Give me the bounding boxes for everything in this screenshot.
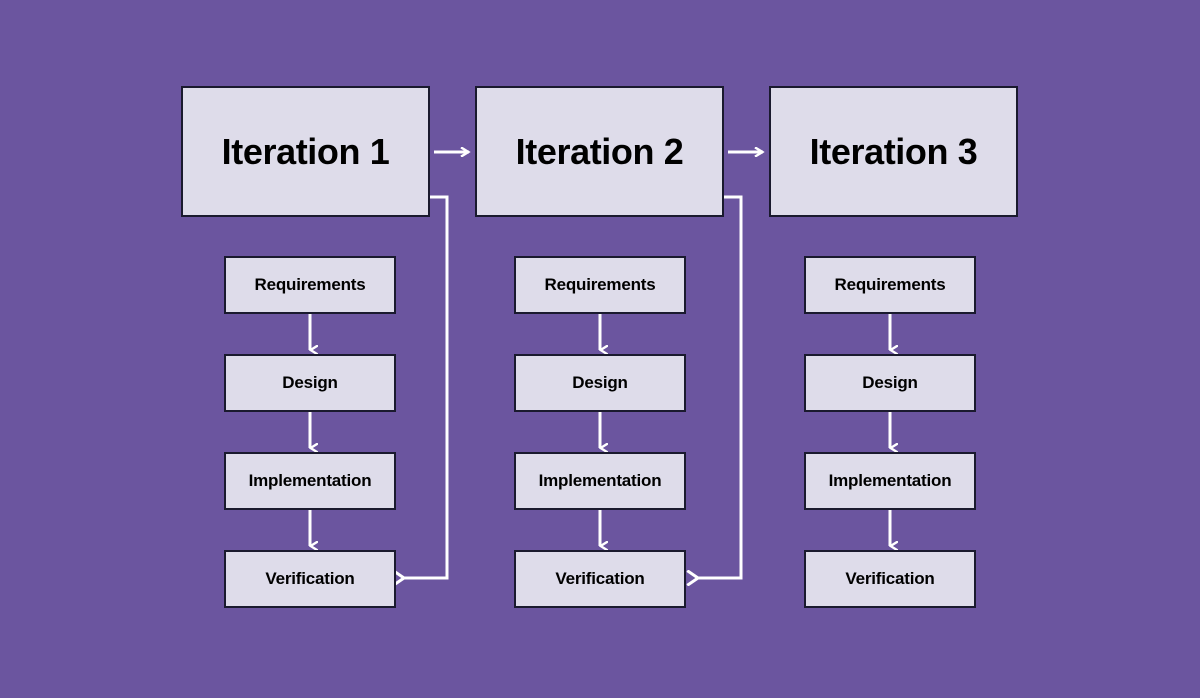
- stage-box-col2-verification[interactable]: Verification: [514, 550, 686, 608]
- stage-box-col2-implementation[interactable]: Implementation: [514, 452, 686, 510]
- stage-box-col1-design[interactable]: Design: [224, 354, 396, 412]
- stage-box-col1-verification[interactable]: Verification: [224, 550, 396, 608]
- feedback-loop-iteration1-to-verification: [404, 195, 449, 578]
- stage-box-col3-design[interactable]: Design: [804, 354, 976, 412]
- feedback-loop-iteration2-to-verification: [698, 195, 743, 578]
- stage-box-col3-implementation[interactable]: Implementation: [804, 452, 976, 510]
- iteration-box-2[interactable]: Iteration 2: [475, 86, 724, 217]
- iteration-box-1[interactable]: Iteration 1: [181, 86, 430, 217]
- iteration-box-3[interactable]: Iteration 3: [769, 86, 1018, 217]
- stage-box-col3-requirements[interactable]: Requirements: [804, 256, 976, 314]
- stage-box-col3-verification[interactable]: Verification: [804, 550, 976, 608]
- stage-box-col2-requirements[interactable]: Requirements: [514, 256, 686, 314]
- stage-box-col2-design[interactable]: Design: [514, 354, 686, 412]
- stage-box-col1-implementation[interactable]: Implementation: [224, 452, 396, 510]
- stage-box-col1-requirements[interactable]: Requirements: [224, 256, 396, 314]
